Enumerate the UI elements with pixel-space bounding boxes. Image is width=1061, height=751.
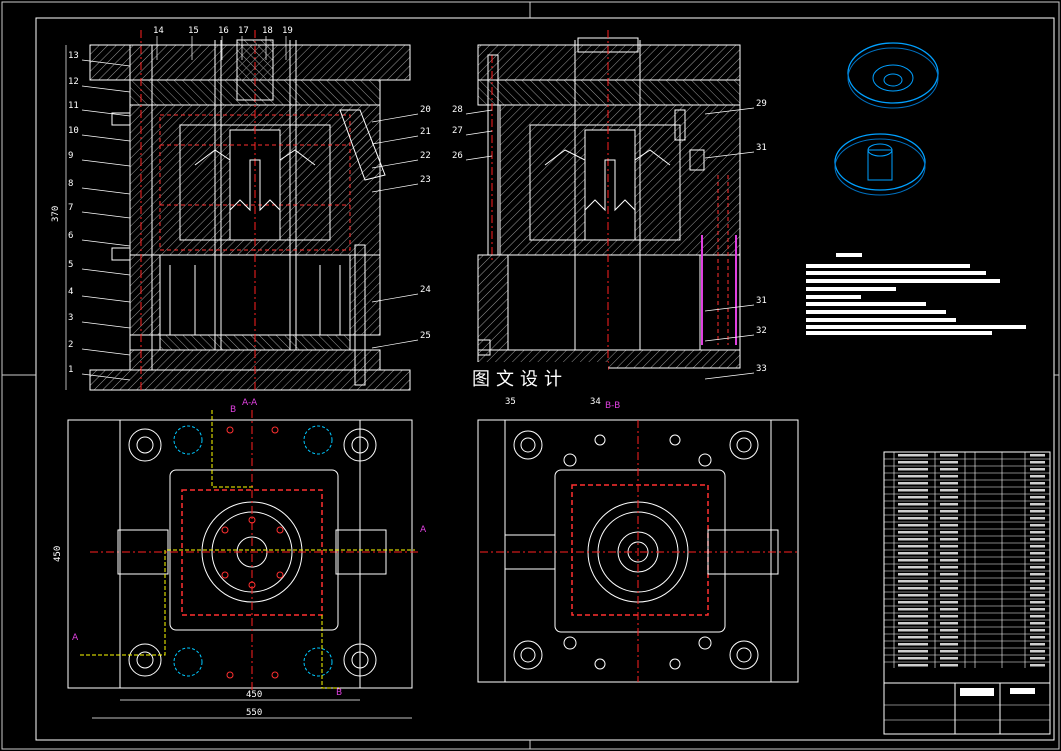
part-number-14: 14 [153,26,164,36]
part-number-5: 5 [68,260,73,270]
part-number-17: 17 [238,26,249,36]
part-number-22: 22 [420,151,431,161]
marker-a-left: A [72,633,79,643]
mid-part-number-26-2: 26 [452,151,463,161]
plan-view-left: 450 550 450 B A A B [53,405,427,719]
part-number-25: 25 [420,331,431,341]
part-number-23: 23 [420,175,431,185]
part-number-9: 9 [68,151,73,161]
part-number-15: 15 [188,26,199,36]
part-number-11: 11 [68,101,79,111]
part-number-7: 7 [68,203,73,213]
watermark-text: 图文设计 [472,369,568,390]
part-number-20: 20 [420,105,431,115]
dim-plan-height: 450 [53,546,63,562]
marker-a-right: A [420,525,427,535]
part-number-6: 6 [68,231,73,241]
parts-list-table [883,451,1051,735]
section-view-middle [477,30,741,370]
part-number-4: 4 [68,287,73,297]
part-number-3: 3 [68,313,73,323]
mid-part-number-29-0: 29 [756,99,767,109]
section-view-left: 370 [51,30,411,391]
part-number-1: 1 [68,365,73,375]
marker-b-top: B [230,405,236,415]
part-number-10: 10 [68,126,79,136]
mid-number-35: 35 [505,397,516,407]
technical-notes [806,253,1026,335]
part-number-13: 13 [68,51,79,61]
dim-width-inner: 450 [246,690,262,700]
dim-width-outer: 550 [246,708,262,718]
section-label-bb: B-B [605,401,620,411]
part-number-19: 19 [282,26,293,36]
mid-part-number-32-3: 32 [756,326,767,336]
plan-view-right [477,419,800,683]
part-number-16: 16 [218,26,229,36]
mid-number-34: 34 [590,397,601,407]
part-number-24: 24 [420,285,431,295]
mid-part-number-27-1: 27 [452,126,463,136]
part-number-8: 8 [68,179,73,189]
part-number-21: 21 [420,127,431,137]
mid-part-number-31-2: 31 [756,296,767,306]
part-number-2: 2 [68,340,73,350]
mid-part-number-28-0: 28 [452,105,463,115]
mid-part-number-31-1: 31 [756,143,767,153]
part-number-18: 18 [262,26,273,36]
part-number-12: 12 [68,77,79,87]
marker-b-bottom: B [336,688,342,698]
mid-part-number-33-4: 33 [756,364,767,374]
dim-height: 370 [51,206,61,222]
part-3d-sketch [834,42,939,196]
section-label-aa: A-A [242,398,258,408]
